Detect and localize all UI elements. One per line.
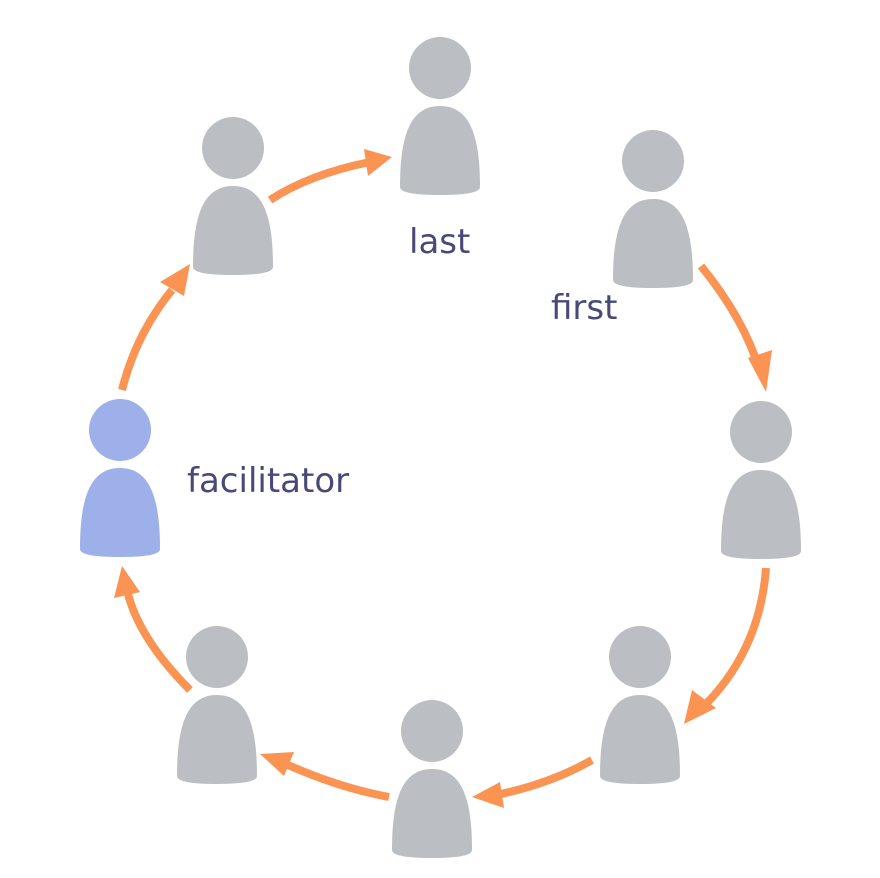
arrowhead-bottom-to-lowerleft [260, 752, 294, 776]
person-head [730, 401, 792, 463]
arrowhead-first-to-right [748, 350, 772, 392]
person-head [609, 626, 671, 688]
person-head [401, 700, 463, 762]
person-head [622, 130, 684, 192]
arrow-first-to-right [697, 263, 764, 374]
person-body [177, 695, 257, 784]
person-head [186, 626, 248, 688]
arrowhead-lowerright-to-bottom [472, 782, 504, 808]
person-upper-left-icon [193, 117, 273, 275]
arrow-right-to-lowerright [701, 567, 770, 709]
person-body [613, 199, 693, 288]
person-body [392, 769, 472, 858]
person-body [600, 695, 680, 784]
person-body [193, 186, 273, 275]
arrows-group [114, 149, 772, 808]
person-head [202, 117, 264, 179]
persons-group [80, 37, 801, 858]
label-facilitator: facilitator [187, 461, 349, 501]
label-last: last [409, 222, 470, 262]
person-first-icon [613, 130, 693, 288]
arrow-upperleft-to-last [267, 158, 371, 204]
person-body [721, 470, 801, 559]
person-lower-left-icon [177, 626, 257, 784]
person-bottom-icon [392, 700, 472, 858]
person-body [400, 106, 480, 195]
person-lower-right-icon [600, 626, 680, 784]
person-head [89, 399, 151, 461]
arrowhead-upperleft-to-last [364, 149, 392, 176]
arrowhead-lowerleft-to-facilitator [114, 566, 140, 598]
label-first: first [551, 288, 617, 328]
arrowhead-facilitator-to-upperleft [160, 264, 190, 296]
person-right-icon [721, 401, 801, 559]
arrowhead-right-to-lowerright [684, 690, 716, 724]
arrow-lowerright-to-bottom [495, 756, 594, 799]
person-last-icon [400, 37, 480, 195]
arrow-bottom-to-lowerleft [286, 761, 390, 801]
person-head [409, 37, 471, 99]
person-body [80, 468, 160, 557]
arrow-lowerleft-to-facilitator [124, 592, 193, 693]
arrow-facilitator-to-upperleft [118, 287, 176, 391]
person-facilitator-icon [80, 399, 160, 557]
